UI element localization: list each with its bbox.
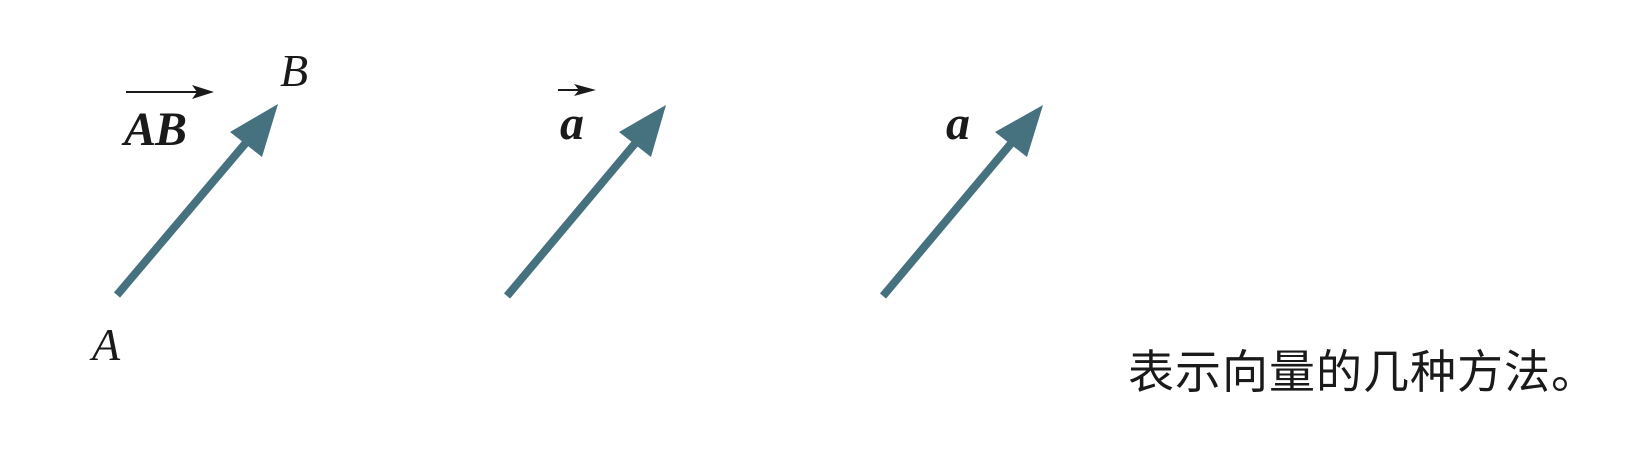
vector-arrowhead-a-overarrow	[619, 105, 666, 157]
vector-label-a-bold: a	[946, 97, 970, 150]
vector-arrowhead-a-bold	[995, 105, 1043, 157]
vector-label-ab: AB	[124, 103, 187, 156]
vector-shaft-ab	[113, 129, 259, 298]
figure-caption: 表示向量的几种方法。	[1128, 345, 1598, 399]
vector-arrowhead-ab	[230, 104, 278, 157]
point-label-b: B	[280, 45, 309, 96]
vector-arrow-a-overarrow	[503, 105, 666, 299]
vector-arrow-a-bold	[879, 105, 1043, 299]
vector-arrow-ab	[113, 104, 278, 298]
point-label-a: A	[92, 319, 121, 370]
overarrow-ab	[126, 85, 214, 99]
vector-label-a-overarrow: a	[560, 97, 584, 150]
vector-shaft-a-bold	[879, 131, 1023, 299]
overarrow-a	[558, 84, 596, 96]
vector-shaft-a-overarrow	[503, 131, 647, 299]
